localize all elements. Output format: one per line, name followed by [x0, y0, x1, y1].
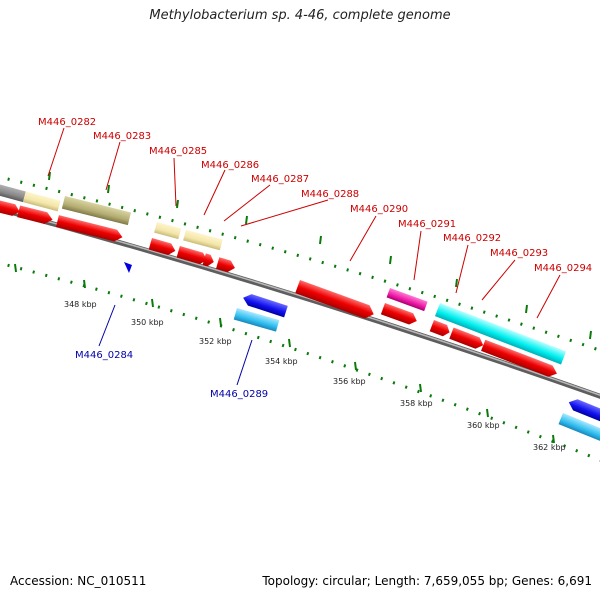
map-title: Methylobacterium sp. 4-46, complete geno… — [149, 8, 451, 23]
feature-sky[interactable] — [233, 308, 280, 332]
gene-arrow-forward[interactable] — [55, 215, 124, 243]
feature-yellow[interactable] — [22, 191, 61, 212]
gene-arrow-forward[interactable] — [295, 280, 376, 321]
genome-summary-text: Topology: circular; Length: 7,659,055 bp… — [262, 574, 592, 588]
gene-arrow-forward[interactable] — [449, 327, 485, 351]
gene-label[interactable]: M446_0291 — [398, 219, 456, 230]
gene-label[interactable]: M446_0290 — [350, 204, 408, 215]
gene-label[interactable]: M446_0294 — [534, 263, 592, 274]
feature-cyan[interactable] — [434, 303, 567, 365]
feature-yellow[interactable] — [183, 229, 223, 251]
scale-label: 350 kbp — [131, 318, 164, 327]
gene-label[interactable]: M446_0282 — [38, 117, 96, 128]
gene-label[interactable]: M446_0285 — [149, 146, 207, 157]
outer-major-ticks — [48, 171, 592, 340]
scale-label: 358 kbp — [400, 399, 433, 408]
feature-magenta[interactable] — [386, 287, 428, 312]
forward-outer-row — [0, 182, 567, 365]
gene-arrow-reverse[interactable] — [124, 262, 132, 273]
gene-arrow-forward[interactable] — [429, 320, 452, 338]
forward-gene-labels: M446_0282 M446_0283 M446_0285 M446_0286 … — [38, 117, 592, 274]
scale-label: 356 kbp — [333, 377, 366, 386]
scale-label: 348 kbp — [64, 300, 97, 309]
feature-sky[interactable] — [558, 412, 600, 443]
accession-text: Accession: NC_010511 — [10, 574, 147, 588]
scale-label: 354 kbp — [265, 357, 298, 366]
gene-arrow-forward[interactable] — [215, 257, 237, 273]
reverse-gene-labels: M446_0284 M446_0289 — [75, 350, 268, 400]
gene-label[interactable]: M446_0286 — [201, 160, 259, 171]
scale-label: 362 kbp — [533, 443, 566, 452]
gene-arrow-reverse[interactable] — [567, 397, 600, 424]
scale-label: 360 kbp — [467, 421, 500, 430]
gene-label[interactable]: M446_0289 — [210, 389, 268, 400]
scale-label: 352 kbp — [199, 337, 232, 346]
feature-olive[interactable] — [61, 196, 131, 226]
scale-labels: 348 kbp 350 kbp 352 kbp 354 kbp 356 kbp … — [64, 300, 566, 452]
gene-label[interactable]: M446_0292 — [443, 233, 501, 244]
gene-arrow-forward[interactable] — [17, 205, 54, 225]
inner-major-ticks — [14, 263, 555, 444]
feature-yellow[interactable] — [154, 222, 182, 240]
gene-label[interactable]: M446_0293 — [490, 248, 548, 259]
gene-arrow-forward[interactable] — [202, 253, 216, 267]
gene-label[interactable]: M446_0283 — [93, 131, 151, 142]
gene-arrow-forward[interactable] — [0, 198, 21, 217]
gene-label[interactable]: M446_0287 — [251, 174, 309, 185]
forward-red-arrows — [0, 198, 559, 380]
gene-label[interactable]: M446_0284 — [75, 350, 133, 361]
gene-arrow-forward[interactable] — [380, 303, 419, 327]
reverse-features — [124, 262, 600, 443]
gene-arrow-forward[interactable] — [481, 339, 559, 380]
feature-grey[interactable] — [0, 182, 26, 203]
gene-arrow-forward[interactable] — [148, 238, 177, 257]
gene-arrow-reverse[interactable] — [241, 292, 288, 318]
gene-arrow-forward[interactable] — [176, 245, 209, 266]
forward-label-leaders — [47, 127, 561, 319]
gene-label[interactable]: M446_0288 — [301, 189, 359, 200]
reverse-label-leaders — [98, 304, 253, 386]
